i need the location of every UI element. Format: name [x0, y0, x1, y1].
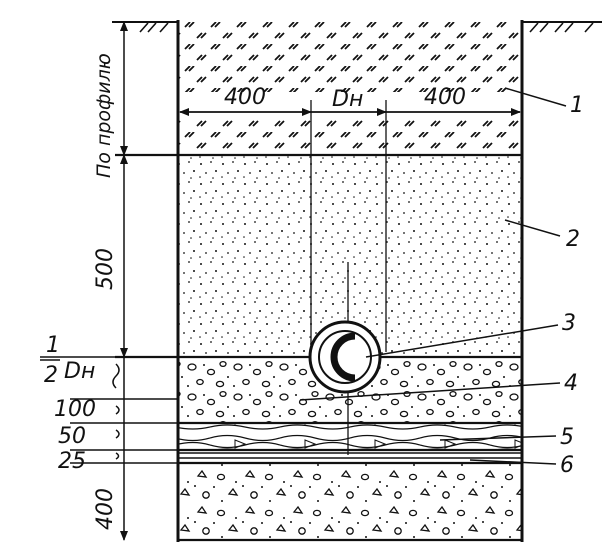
callout-leaders	[299, 87, 567, 465]
callout-3: 3	[562, 311, 576, 336]
dim-500-label: 500	[93, 248, 118, 290]
dim-profile-label: По профилю	[93, 53, 115, 178]
pipe	[308, 320, 382, 394]
dim-400-right: 400	[424, 85, 466, 110]
left-dimension-chain	[40, 21, 178, 541]
half-denominator: 2	[44, 363, 58, 388]
timber-base-layer	[178, 423, 522, 450]
dim-dn-top: Dн	[332, 87, 363, 112]
thin-pad-layer	[178, 450, 522, 463]
dim-25-label: 25	[58, 449, 86, 474]
trench-walls	[176, 20, 524, 542]
callout-6: 6	[560, 453, 574, 478]
thin-pad-lines	[178, 452, 522, 459]
dim-400-label: 400	[93, 488, 118, 530]
dim-50-label: 50	[58, 424, 86, 449]
ground-surface	[112, 21, 602, 33]
callout-4: 4	[564, 371, 578, 396]
dim-400-left: 400	[224, 85, 266, 110]
base-layer	[178, 463, 522, 540]
callout-5: 5	[560, 425, 574, 450]
callout-2: 2	[566, 227, 580, 252]
callout-1: 1	[570, 93, 584, 118]
half-numerator: 1	[46, 333, 60, 358]
half-dn-label: Dн	[64, 359, 95, 384]
backfill-soil-layer	[178, 22, 522, 155]
dim-100-label: 100	[54, 397, 96, 422]
